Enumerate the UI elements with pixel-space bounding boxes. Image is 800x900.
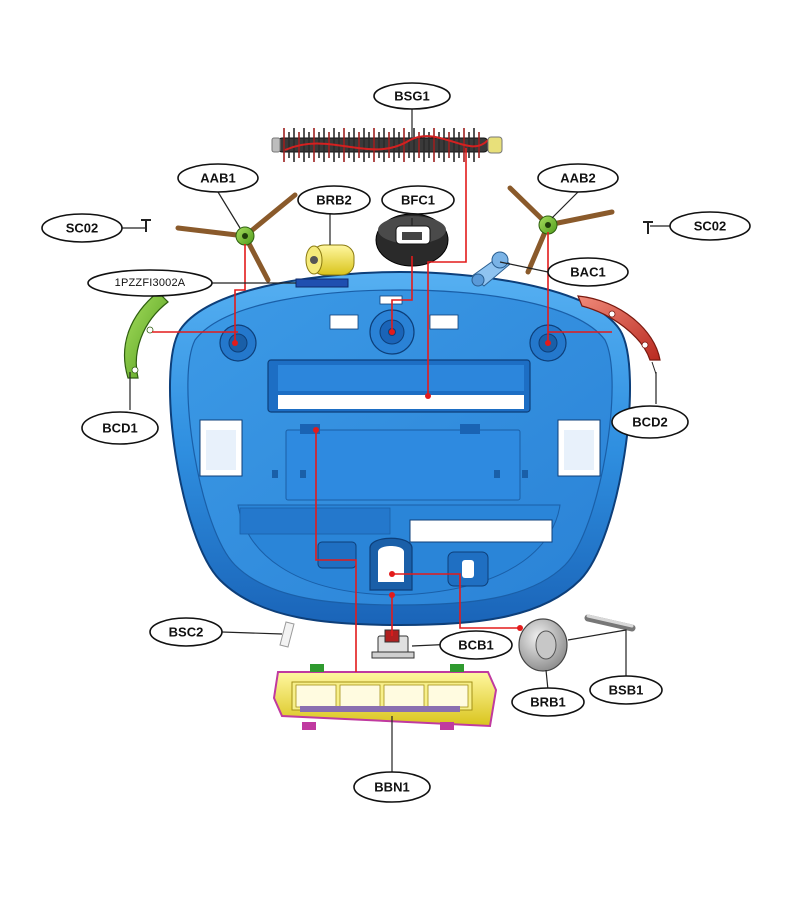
callout-bcd2: BCD2 (611, 405, 689, 439)
assembly-guide-lines (152, 148, 612, 672)
right-side-brush (507, 185, 615, 275)
callout-bac1: BAC1 (547, 257, 629, 287)
callout-bsb1: BSB1 (589, 675, 663, 705)
small-strip-part (279, 621, 295, 648)
label-brb1: BRB1 (530, 695, 565, 710)
label-bfc1: BFC1 (401, 193, 435, 208)
callout-sc02-right: SC02 (669, 211, 751, 241)
left-side-brush (175, 192, 298, 283)
robot-base-chassis (169, 270, 631, 627)
blue-plate-part (295, 278, 349, 288)
label-bcd1: BCD1 (102, 421, 137, 436)
left-bumper-strip (124, 291, 169, 379)
label-brb2: BRB2 (316, 193, 351, 208)
label-aab1: AAB1 (200, 171, 235, 186)
label-bcb1: BCB1 (458, 638, 493, 653)
main-brush-slot (278, 395, 524, 409)
callout-aab1: AAB1 (177, 163, 259, 193)
caster-housing (375, 213, 449, 267)
label-part-number: 1PZZFI3002A (115, 277, 186, 289)
label-aab2: AAB2 (560, 171, 595, 186)
label-bbn1: BBN1 (374, 780, 409, 795)
label-bsc2: BSC2 (169, 625, 204, 640)
left-screw (141, 219, 151, 232)
callout-brb2: BRB2 (297, 185, 371, 215)
callout-bsg1: BSG1 (373, 82, 451, 110)
brush-cover-clip (371, 629, 415, 659)
label-bsg1: BSG1 (394, 89, 429, 104)
callout-leaders (122, 108, 672, 772)
callout-bsc2: BSC2 (149, 617, 223, 647)
main-roller-brush (271, 128, 503, 162)
callout-bcd1: BCD1 (81, 411, 159, 445)
front-caster-roller (305, 244, 355, 276)
callout-aab2: AAB2 (537, 163, 619, 193)
callout-part-number: 1PZZFI3002A (87, 269, 213, 297)
label-bac1: BAC1 (570, 265, 605, 280)
right-bumper-strip (577, 295, 661, 375)
dust-bin-filter (272, 664, 498, 730)
label-sc02-left: SC02 (66, 221, 99, 236)
axle-shaft (584, 614, 636, 632)
drive-wheel (518, 618, 568, 672)
callout-bfc1: BFC1 (381, 185, 455, 215)
label-sc02-right: SC02 (694, 219, 727, 234)
right-screw (643, 221, 653, 234)
callout-brb1: BRB1 (511, 687, 585, 717)
callout-sc02-left: SC02 (41, 213, 123, 243)
rear-slot (409, 519, 553, 543)
callout-bcb1: BCB1 (439, 630, 513, 660)
center-panel (285, 429, 521, 501)
label-bsb1: BSB1 (609, 683, 644, 698)
callout-bbn1: BBN1 (353, 771, 431, 803)
label-bcd2: BCD2 (632, 415, 667, 430)
